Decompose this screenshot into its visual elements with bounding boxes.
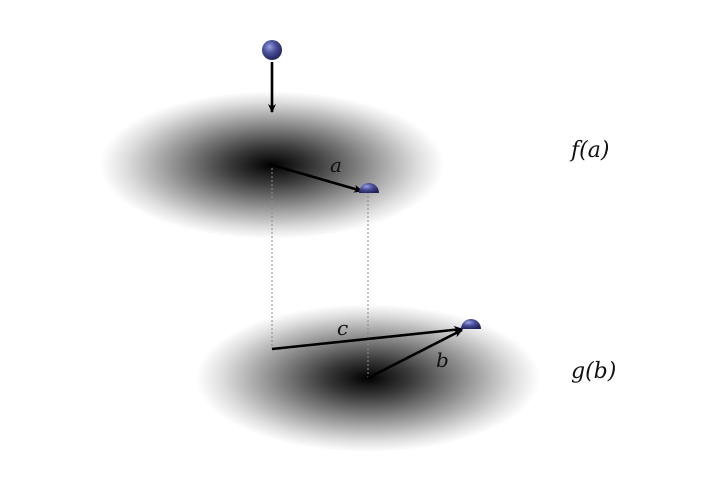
- label-top-distribution: f(a): [569, 138, 609, 163]
- landed-particle-bottom: [461, 319, 481, 329]
- label-bottom-distribution: g(b): [571, 359, 616, 384]
- label-a: a: [330, 153, 342, 177]
- falling-particle: [262, 40, 282, 60]
- label-b: b: [436, 348, 449, 372]
- label-c: c: [337, 316, 348, 340]
- vector-c-arrow: [271, 325, 463, 351]
- landed-particle-top: [359, 183, 379, 193]
- vector-b-arrow: [367, 328, 463, 380]
- vector-a-arrow: [271, 163, 363, 193]
